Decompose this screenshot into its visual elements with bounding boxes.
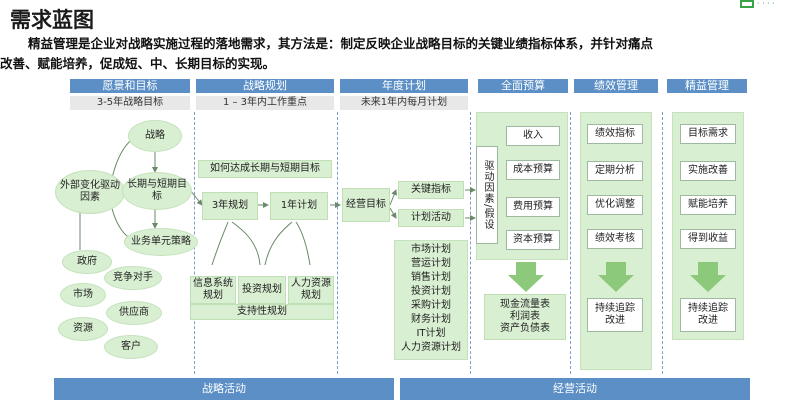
node-long-short-goals: 长期与短期目标 [122, 172, 192, 210]
node-gain-benefits: 得到收益 [680, 229, 736, 249]
node-competitor: 竞争对手 [104, 266, 162, 290]
node-revenue: 收入 [506, 126, 560, 146]
node-performance-continuous: 持续追踪改进 [587, 298, 643, 332]
node-target-needs: 目标需求 [680, 124, 736, 144]
node-market: 市场 [60, 283, 106, 307]
node-capital-budget: 资本预算 [506, 230, 560, 250]
node-drivers-assumptions: 驱动因素/假设 [476, 146, 498, 244]
curve-hr-1yr [295, 221, 311, 266]
node-how-to-achieve: 如何达成长期与短期目标 [198, 160, 332, 178]
arrow-down-budget [508, 262, 544, 292]
header-performance: 绩效管理 [574, 79, 658, 93]
sub-annual: 未来1年内每月计划 [340, 96, 468, 110]
statement-income: 利润表 [510, 311, 540, 322]
plan-item: 采购计划 [411, 300, 451, 311]
separator-3 [470, 112, 471, 374]
node-hr-plan: 人力资源规划 [288, 276, 334, 304]
curve-invest-1yr [264, 221, 293, 266]
arrow-goals-3yr [189, 189, 203, 206]
plan-item: 销售计划 [411, 272, 451, 283]
node-lean-continuous: 持续追踪改进 [680, 298, 736, 332]
curve-it-3yr [211, 221, 229, 266]
curve-invest-3yr [231, 221, 261, 266]
node-performance-review: 绩效考核 [587, 229, 643, 249]
node-performance-indicators: 绩效指标 [587, 124, 643, 144]
page-title: 需求蓝图 [10, 8, 94, 32]
arrow-opgoal-kpi [389, 189, 397, 206]
node-investment-plan: 投资规划 [238, 276, 286, 304]
bar-operation-activities: 经营活动 [400, 378, 750, 400]
intro-line-1: 精益管理是企业对战略实施过程的落地需求，其方法是：制定反映企业战略目标的关键业绩… [28, 36, 654, 51]
node-supplier: 供应商 [106, 301, 162, 325]
intro-paragraph: 精益管理是企业对战略实施过程的落地需求，其方法是：制定反映企业战略目标的关键业绩… [0, 34, 773, 74]
intro-line-2: 改善、赋能培养，促成短、中、长期目标的实现。 [0, 56, 276, 71]
arrow-down-performance [598, 262, 634, 292]
node-optimize-adjust: 优化调整 [587, 195, 643, 215]
header-vision: 愿景和目标 [70, 79, 190, 93]
separator-4 [570, 112, 571, 374]
logo-text: · · · · [757, 0, 775, 8]
sub-vision: 3-5年战略目标 [70, 96, 190, 110]
bar-strategy-activities: 战略活动 [54, 378, 394, 400]
header-budget: 全面预算 [478, 79, 568, 93]
node-three-year-plan: 3年规划 [202, 192, 258, 220]
plan-item: IT计划 [416, 328, 446, 339]
logo: · · · · [740, 0, 800, 10]
node-financial-statements: 现金流量表 利润表 资产负债表 [484, 294, 566, 340]
node-periodic-analysis: 定期分析 [587, 161, 643, 181]
header-lean: 精益管理 [667, 79, 747, 93]
node-key-indicators: 关键指标 [398, 181, 464, 199]
sub-planning: 1 – 3年内工作重点 [196, 96, 334, 110]
separator-5 [662, 112, 663, 374]
node-cost-budget: 成本预算 [506, 160, 560, 180]
node-customer: 客户 [104, 335, 158, 359]
node-bu-strategy: 业务单元策略 [124, 228, 198, 256]
node-resource: 资源 [58, 317, 108, 341]
separator-2 [337, 112, 338, 374]
node-operating-goal: 经营目标 [342, 188, 390, 222]
node-plan-activities: 计划活动 [398, 209, 464, 227]
plan-item: 投资计划 [411, 286, 451, 297]
plan-item: 营运计划 [411, 258, 451, 269]
header-planning: 战略规划 [196, 79, 334, 93]
arrow-opgoal-plan [389, 207, 397, 219]
node-implement-improvement: 实施改善 [680, 161, 736, 181]
logo-mark [740, 0, 754, 8]
node-government: 政府 [62, 250, 112, 274]
node-external-drivers: 外部变化驱动因素 [55, 170, 125, 214]
plan-item: 市场计划 [411, 244, 451, 255]
arrow-down-lean [690, 262, 726, 292]
statement-balance: 资产负债表 [500, 323, 550, 334]
statement-cashflow: 现金流量表 [500, 299, 550, 310]
node-one-year-plan: 1年计划 [270, 192, 328, 220]
node-support-plan: 支持性规划 [190, 304, 334, 320]
node-expense-budget: 费用预算 [506, 197, 560, 217]
panel-plans: 市场计划 营运计划 销售计划 投资计划 采购计划 财务计划 IT计划 人力资源计… [394, 240, 468, 360]
node-strategy: 战略 [128, 120, 182, 152]
plan-item: 财务计划 [411, 314, 451, 325]
plan-item: 人力资源计划 [401, 342, 461, 353]
node-empowerment: 赋能培养 [680, 195, 736, 215]
node-it-plan: 信息系统规划 [190, 276, 236, 304]
header-annual: 年度计划 [340, 79, 468, 93]
